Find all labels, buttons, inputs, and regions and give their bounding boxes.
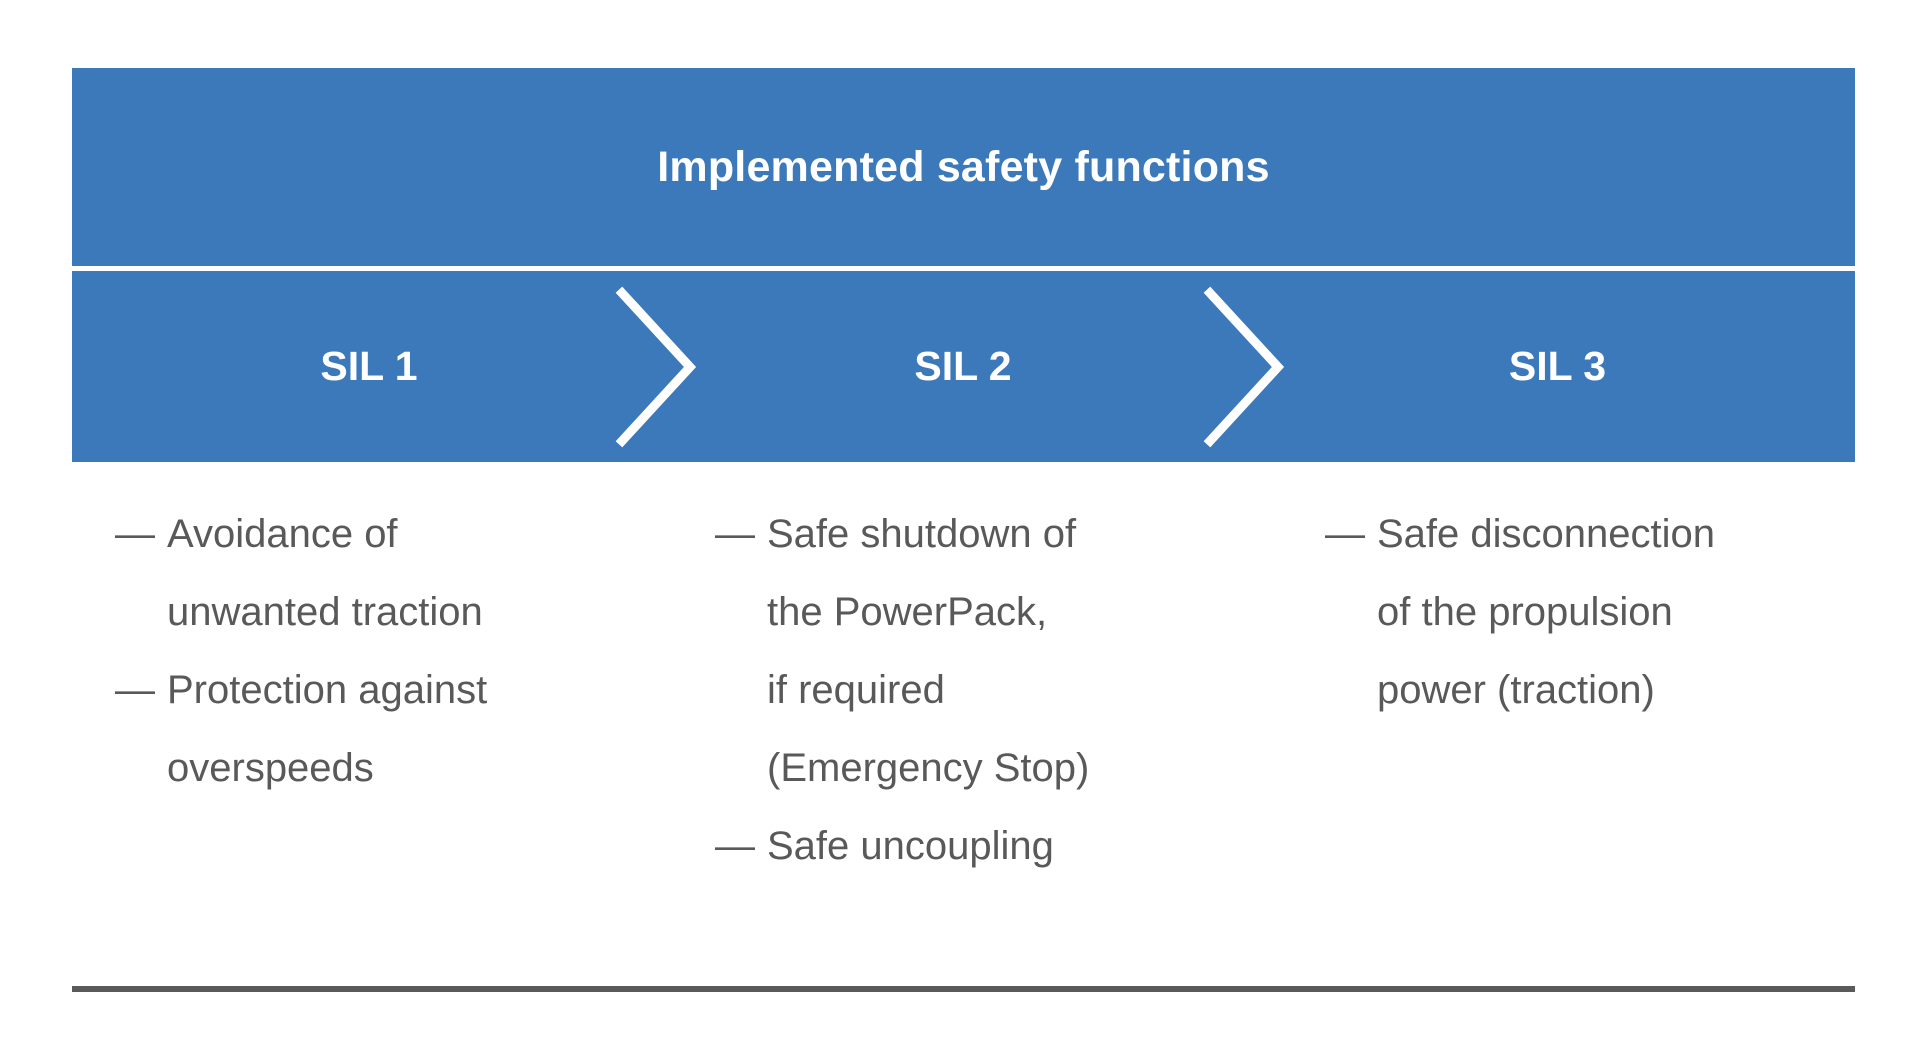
- list-item: — Avoidance of unwanted traction: [115, 495, 595, 651]
- em-dash-bullet-icon: —: [1325, 512, 1365, 556]
- footer-divider: [72, 986, 1855, 992]
- sil-2-function-list: — Safe shutdown of the PowerPack, if req…: [715, 495, 1205, 885]
- sil-1-function-list: — Avoidance of unwanted traction — Prote…: [115, 495, 595, 807]
- em-dash-bullet-icon: —: [715, 512, 755, 556]
- list-item: — Safe disconnection of the propulsion p…: [1325, 495, 1855, 729]
- list-item: — Safe uncoupling: [715, 807, 1205, 885]
- chevron-right-icon: [614, 285, 698, 449]
- banner-title-band: Implemented safety functions: [72, 68, 1855, 266]
- banner-divider: [72, 266, 1855, 271]
- page-title: Implemented safety functions: [657, 142, 1270, 191]
- list-item: — Protection against overspeeds: [115, 651, 595, 807]
- em-dash-bullet-icon: —: [115, 512, 155, 556]
- sil-3-function-list: — Safe disconnection of the propulsion p…: [1325, 495, 1855, 729]
- chevron-right-icon: [1202, 285, 1286, 449]
- safety-functions-banner: Implemented safety functions SIL 1 SIL 2…: [72, 68, 1855, 462]
- em-dash-bullet-icon: —: [115, 668, 155, 712]
- list-item-text: Avoidance of unwanted traction: [167, 512, 483, 634]
- list-item: — Safe shutdown of the PowerPack, if req…: [715, 495, 1205, 807]
- list-item-text: Safe shutdown of the PowerPack, if requi…: [767, 512, 1090, 790]
- safety-functions-columns: — Avoidance of unwanted traction — Prote…: [0, 495, 1920, 915]
- sil-level-3-label: SIL 3: [1508, 343, 1607, 389]
- list-item-text: Safe disconnection of the propulsion pow…: [1377, 512, 1716, 712]
- em-dash-bullet-icon: —: [715, 824, 755, 868]
- sil-level-2-label: SIL 2: [914, 343, 1012, 389]
- list-item-text: Safe uncoupling: [767, 824, 1054, 868]
- list-item-text: Protection against overspeeds: [167, 668, 488, 790]
- sil-levels-band: SIL 1 SIL 2 SIL 3: [72, 271, 1855, 462]
- sil-level-1-label: SIL 1: [320, 343, 418, 389]
